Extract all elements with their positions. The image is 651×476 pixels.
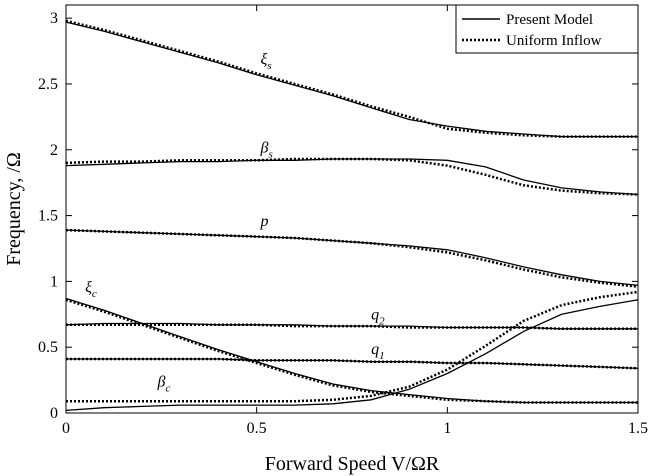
curve-4-label: q1 [371,341,385,362]
ticks-layer: 0 0.5 1 1.5 0 0.5 1 1.5 2 2.5 3 [38,5,648,437]
y-tick-label: 1.5 [38,208,58,225]
curve-1-label: βs [259,139,272,160]
curve-0-label: ξs [260,51,271,72]
curve-2-present-model [65,229,639,286]
curve-5-label-subscript: c [92,288,97,300]
curves-layer [65,19,639,412]
legend-box [455,4,639,54]
curve-6-uniform-inflow [66,290,639,403]
curve-2-label: p [259,213,268,230]
curve-0-present-model [65,21,638,138]
legend-label-uniform-inflow: Uniform Inflow [506,33,602,49]
curve-2-uniform-inflow [65,228,639,288]
x-tick-label: 1.5 [628,420,648,437]
curve-3-present-model [65,322,638,330]
x-tick-label: 1 [443,420,451,437]
curve-1-present-model [65,158,639,196]
curve-4-label-subscript: 1 [379,350,385,362]
y-tick-label: 2.5 [38,76,58,93]
x-axis-label: Forward Speed V/ΩR [265,453,440,475]
legend: Present Model Uniform Inflow [455,4,639,54]
y-tick-label: 3 [50,10,58,27]
y-tick-label: 0 [50,405,58,422]
curve-4-uniform-inflow [66,357,639,370]
curve-1-uniform-inflow [65,157,639,196]
curve-4-present-model [66,358,639,369]
curve-0-label-subscript: s [267,60,271,72]
curve-6-present-model [65,299,639,412]
curve-5-label: ξc [85,279,97,300]
x-tick-label: 0 [62,420,70,437]
y-tick-label: 0.5 [38,339,58,356]
curve-6-label: βc [157,374,171,395]
plot-frame [65,4,639,414]
y-tick-label: 1 [50,273,58,290]
curve-3-label: q2 [371,307,385,328]
curve-6-label-subscript: c [165,383,170,395]
curve-3-label-subscript: 2 [379,316,385,328]
curve-0-uniform-inflow [65,19,638,138]
curve-1-label-subscript: s [268,148,272,160]
y-axis-label: Frequency, /Ω [3,152,25,266]
curve-5-uniform-inflow [65,298,638,404]
curve-labels-layer: ξs βs p q2 q1 ξc βc [85,51,385,394]
legend-label-present-model: Present Model [506,12,593,28]
x-tick-label: 0.5 [247,420,267,437]
curve-5-present-model [65,297,638,404]
y-tick-label: 2 [50,142,58,159]
